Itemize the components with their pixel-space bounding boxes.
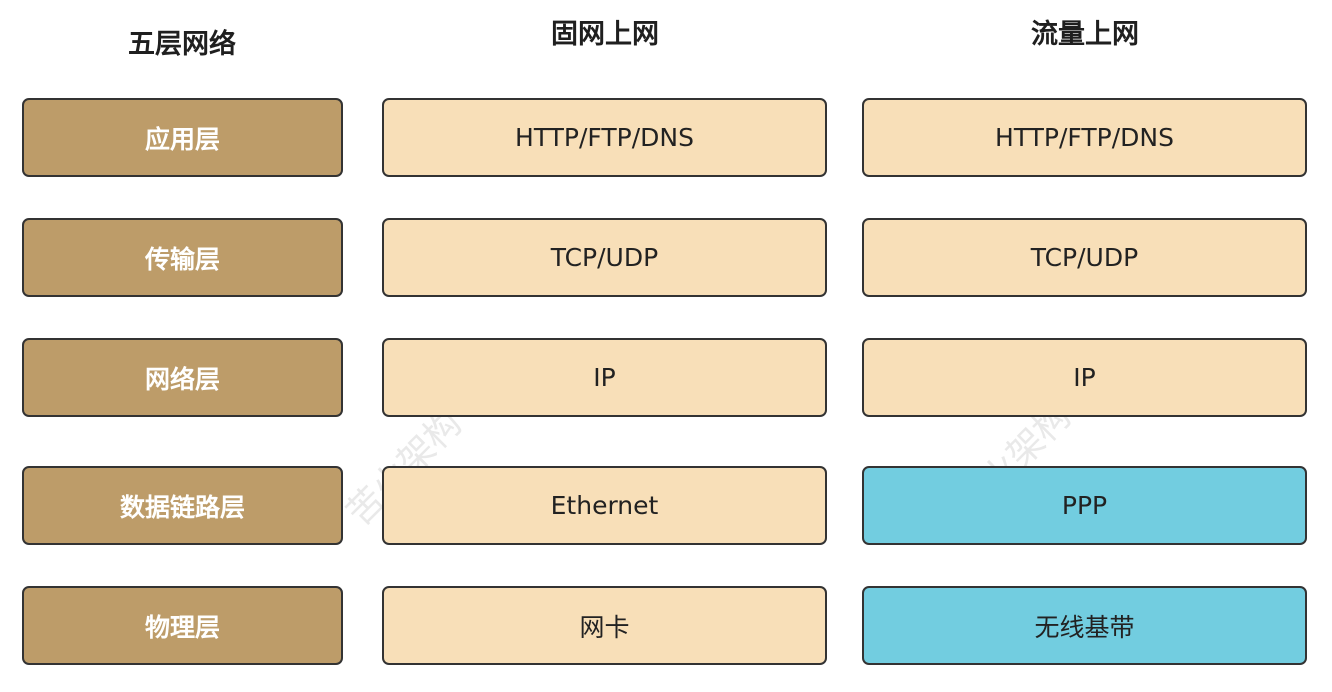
layer-data-link: 数据链路层 xyxy=(22,466,343,545)
mobile-physical-medium: 无线基带 xyxy=(862,586,1307,665)
mobile-transport-protocols: TCP/UDP xyxy=(862,218,1307,297)
layer-network: 网络层 xyxy=(22,338,343,417)
fixed-network-protocol: IP xyxy=(382,338,827,417)
mobile-application-protocols: HTTP/FTP/DNS xyxy=(862,98,1307,177)
mobile-data-link-protocol: PPP xyxy=(862,466,1307,545)
fixed-transport-protocols: TCP/UDP xyxy=(382,218,827,297)
layer-transport: 传输层 xyxy=(22,218,343,297)
mobile-network-protocol: IP xyxy=(862,338,1307,417)
layer-physical: 物理层 xyxy=(22,586,343,665)
fixed-application-protocols: HTTP/FTP/DNS xyxy=(382,98,827,177)
layer-application: 应用层 xyxy=(22,98,343,177)
fixed-data-link-protocol: Ethernet xyxy=(382,466,827,545)
header-mobile-data: 流量上网 xyxy=(1031,19,1139,50)
header-fixed-network: 固网上网 xyxy=(551,19,659,50)
fixed-physical-medium: 网卡 xyxy=(382,586,827,665)
header-five-layer-network: 五层网络 xyxy=(128,29,236,60)
